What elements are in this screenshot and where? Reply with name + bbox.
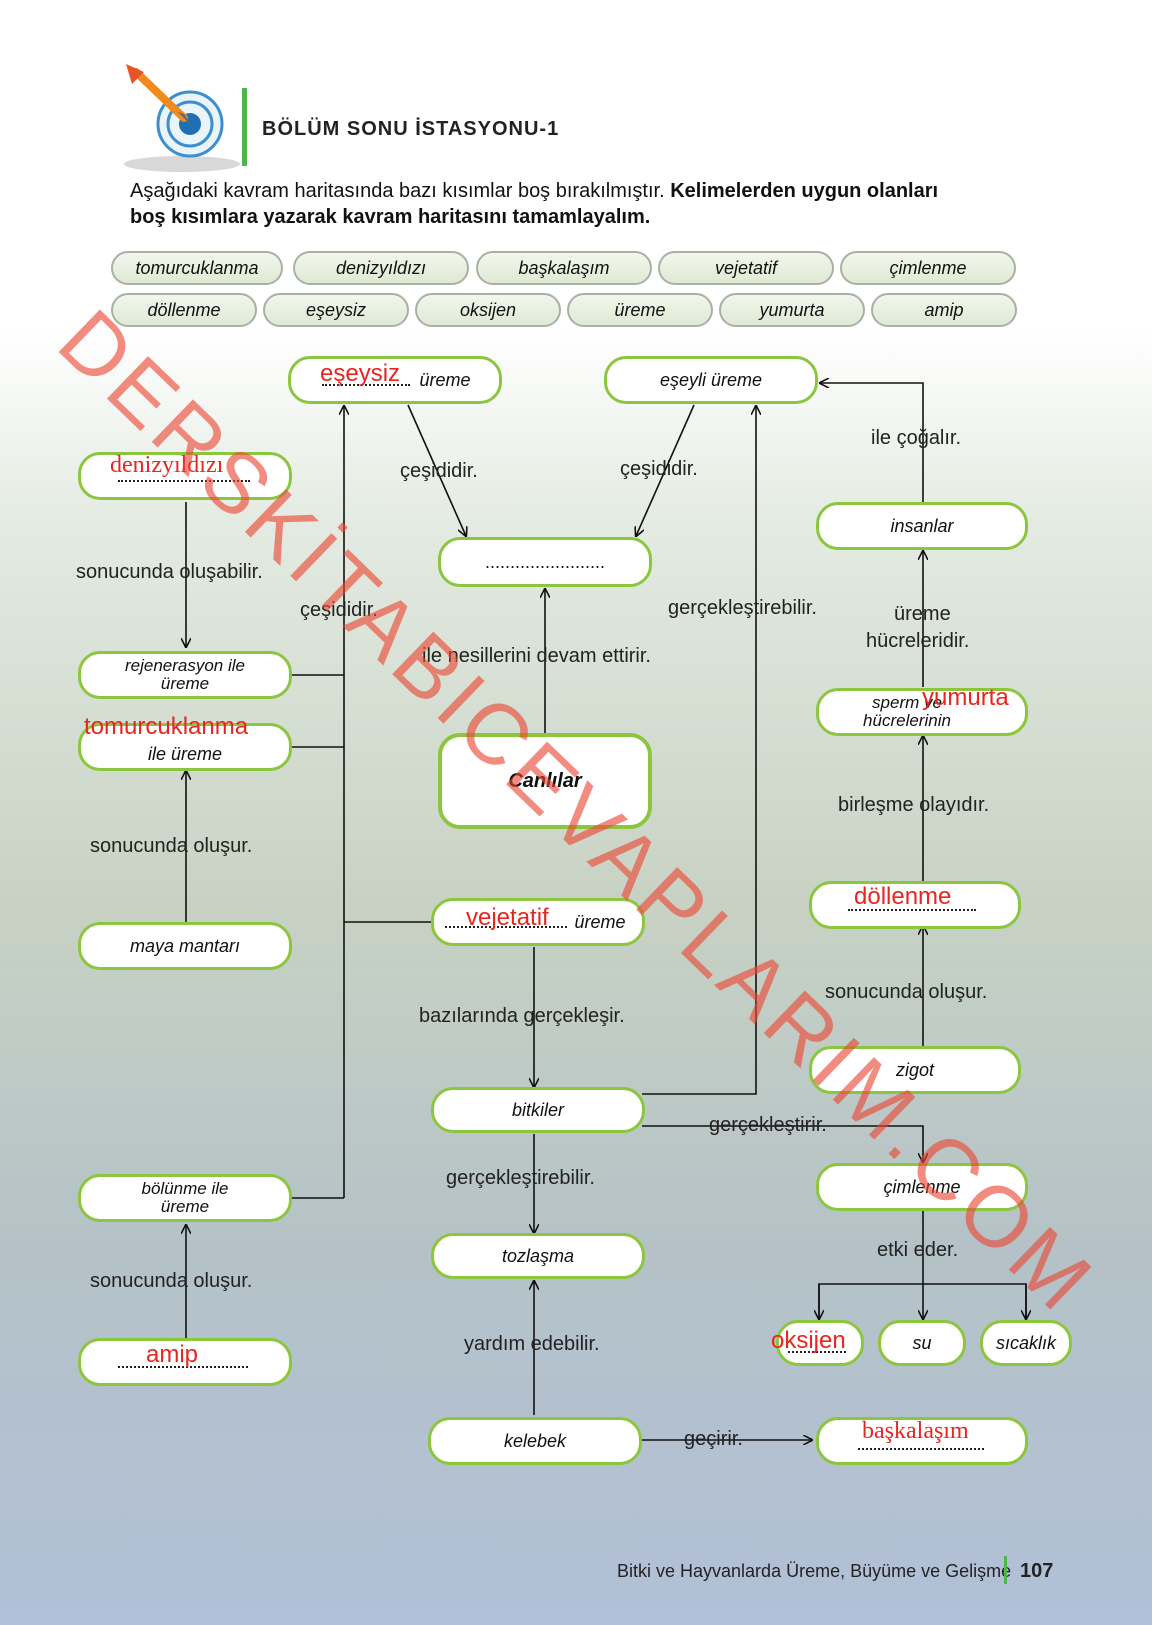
blank-amip xyxy=(118,1366,248,1368)
word-baskalasim: başkalaşım xyxy=(476,251,652,285)
label-ureme: üreme xyxy=(894,603,951,625)
instruction-text: Aşağıdaki kavram haritasında bazı kısıml… xyxy=(130,178,970,230)
answer-baskalasim: başkalaşım xyxy=(862,1418,969,1444)
label-cesididir-2: çeşididir. xyxy=(620,458,698,480)
node-cimlenme: çimlenme xyxy=(816,1163,1028,1211)
label-sonucunda-olusabilir: sonucunda oluşabilir. xyxy=(76,561,263,583)
word-amip: amip xyxy=(871,293,1017,327)
label-sonucunda-olusur-3: sonucunda oluşur. xyxy=(90,1270,253,1292)
footer-text: Bitki ve Hayvanlarda Üreme, Büyüme ve Ge… xyxy=(617,1561,1012,1581)
page-title: BÖLÜM SONU İSTASYONU-1 xyxy=(262,118,560,140)
blank-dollenme xyxy=(848,909,976,911)
node-tozlasma: tozlaşma xyxy=(431,1233,645,1279)
label-gerceklestirir: gerçekleştirir. xyxy=(709,1114,827,1136)
footer-divider xyxy=(1004,1556,1007,1584)
word-vejetatif: vejetatif xyxy=(658,251,834,285)
node-canlilar: Canlılar xyxy=(438,733,652,829)
node-kelebek: kelebek xyxy=(428,1417,642,1465)
header-divider xyxy=(242,88,247,166)
label-cesididir-3: çeşididir. xyxy=(300,599,378,621)
word-yumurta: yumurta xyxy=(719,293,865,327)
answer-dollenme: döllenme xyxy=(854,883,952,910)
answer-tomurcuklanma: tomurcuklanma xyxy=(84,713,249,740)
label-ile-cogalir: ile çoğalır. xyxy=(871,427,962,449)
label-gecirir: geçirir. xyxy=(684,1428,743,1450)
blank-denizyildizi xyxy=(118,480,250,482)
node-zigot: zigot xyxy=(809,1046,1021,1094)
word-eseysiz: eşeysiz xyxy=(263,293,409,327)
instruction-bold: Kelimelerden uygun olanları boş kısımlar… xyxy=(130,180,939,228)
label-cesididir-1: çeşididir. xyxy=(400,460,478,482)
node-vejetatif-label: üreme xyxy=(574,912,626,932)
label-sonucunda-olusur-1: sonucunda oluşur. xyxy=(90,835,253,857)
answer-yumurta: yumurta xyxy=(922,684,1009,711)
word-tomurcuklanma: tomurcuklanma xyxy=(111,251,283,285)
label-etki-eder: etki eder. xyxy=(877,1239,959,1261)
word-oksijen: oksijen xyxy=(415,293,561,327)
answer-eseysiz: eşeysiz xyxy=(320,360,401,387)
label-sonucunda-olusur-2: sonucunda oluşur. xyxy=(825,981,988,1003)
node-tomurcuk-label: ile üreme xyxy=(147,744,223,764)
node-eseysiz-ureme: üreme xyxy=(288,356,502,404)
node-sperm: sperm ve hücrelerinin xyxy=(816,688,1028,736)
node-maya: maya mantarı xyxy=(78,922,292,970)
answer-vejetatif: vejetatif xyxy=(466,904,549,931)
label-gerceklestirebilir-1: gerçekleştirebilir. xyxy=(668,597,817,619)
node-vejetatif-ureme: üreme xyxy=(431,898,645,946)
word-dollenme: döllenme xyxy=(111,293,257,327)
node-bolunme: bölünme ile üreme xyxy=(78,1174,292,1222)
node-rejenerasyon: rejenerasyon ile üreme xyxy=(78,651,292,699)
node-dollenme xyxy=(809,881,1021,929)
node-baskalasim xyxy=(816,1417,1028,1465)
word-cimlenme: çimlenme xyxy=(840,251,1016,285)
node-tomurcuk-ureme: ile üreme xyxy=(78,723,292,771)
instruction-normal: Aşağıdaki kavram haritasında bazı kısıml… xyxy=(130,180,665,202)
label-birlesme: birleşme olayıdır. xyxy=(838,794,990,816)
node-center-blank: ........................ xyxy=(438,537,652,587)
node-sicaklik: sıcaklık xyxy=(980,1320,1072,1366)
page-number: 107 xyxy=(1020,1560,1054,1582)
label-hucreleridir: hücreleridir. xyxy=(866,630,970,652)
label-nesiller: ile nesillerini devam ettirir. xyxy=(422,645,651,667)
node-eseysiz-ureme-label: üreme xyxy=(419,370,471,390)
blank-vejetatif xyxy=(445,926,567,928)
label-yardim: yardım edebilir. xyxy=(464,1333,600,1355)
node-sperm-label: sperm ve hücrelerinin xyxy=(863,693,951,730)
node-insanlar: insanlar xyxy=(816,502,1028,550)
answer-denizyildizi: denizyıldızı xyxy=(110,452,224,478)
node-oksijen xyxy=(776,1320,864,1366)
node-bitkiler: bitkiler xyxy=(431,1087,645,1133)
word-denizyildizi: denizyıldızı xyxy=(293,251,469,285)
dart-target-icon xyxy=(112,62,242,172)
node-amip xyxy=(78,1338,292,1386)
blank-baskalasim xyxy=(858,1448,984,1450)
label-bazilarinda: bazılarında gerçekleşir. xyxy=(419,1005,625,1027)
blank-eseysiz xyxy=(322,384,410,386)
node-eseyli-ureme: eşeyli üreme xyxy=(604,356,818,404)
node-su: su xyxy=(878,1320,966,1366)
node-denizyildizi xyxy=(78,452,292,500)
blank-oksijen xyxy=(788,1351,846,1353)
answer-amip: amip xyxy=(146,1341,199,1368)
answer-oksijen: oksijen xyxy=(771,1327,846,1354)
word-ureme: üreme xyxy=(567,293,713,327)
label-gerceklestirebilir-2: gerçekleştirebilir. xyxy=(446,1167,595,1189)
